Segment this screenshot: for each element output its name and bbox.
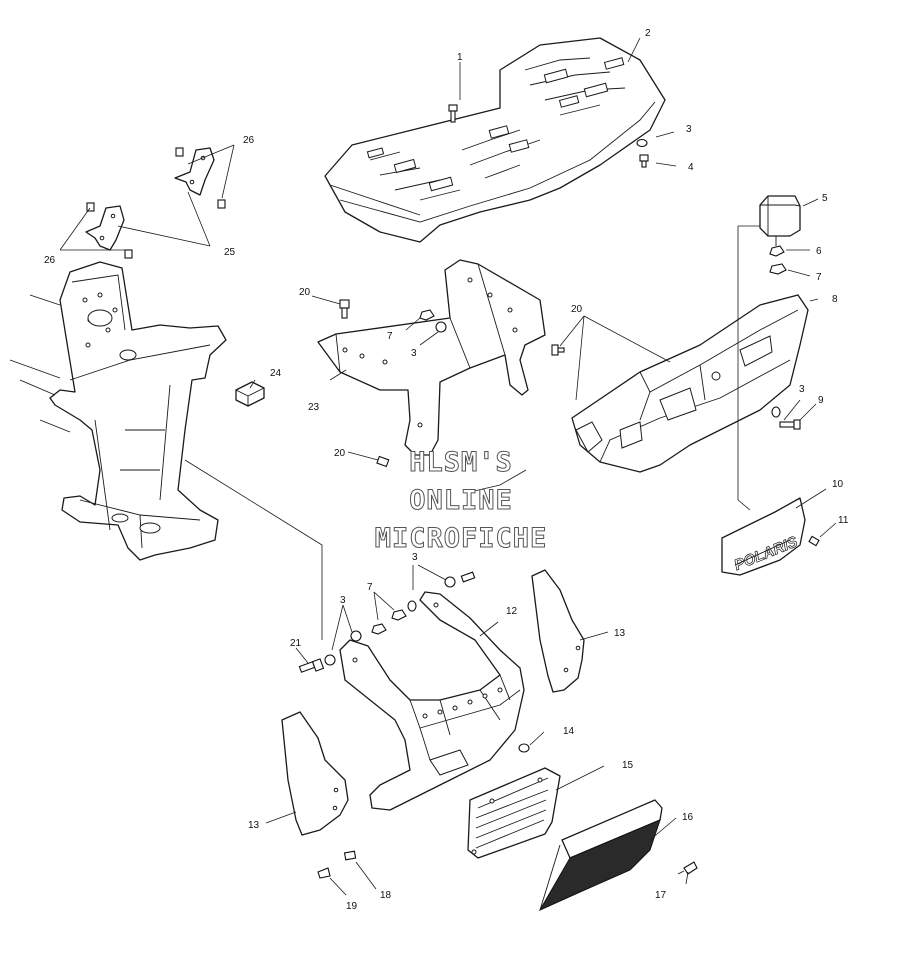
atv-frame [9, 261, 227, 561]
callout-25: 25 [224, 247, 236, 258]
bolt-3-upper [460, 571, 476, 583]
side-guard-left [281, 711, 349, 836]
watermark-line-3: MICROFICHE [375, 523, 548, 554]
lower-bumper-frame [339, 591, 525, 811]
callout-7: 7 [367, 582, 373, 593]
callout-26: 26 [44, 255, 56, 266]
callout-1: 1 [457, 52, 463, 63]
nut-6 [769, 245, 785, 257]
callout-9: 9 [818, 395, 824, 406]
callout-11: 11 [838, 515, 849, 526]
front-bumper [571, 294, 809, 473]
brush-skirt [538, 799, 663, 912]
rear-rack [324, 37, 666, 243]
watermark: HLSM'S ONLINE MICROFICHE [374, 447, 548, 555]
washer-3c [771, 406, 781, 418]
callout-3: 3 [412, 552, 418, 563]
washer-3a [636, 138, 648, 148]
washer-3e [350, 630, 362, 642]
callout-13: 13 [248, 820, 260, 831]
callout-8: 8 [832, 294, 838, 305]
callout-23: 23 [308, 402, 320, 413]
bolt-26d [124, 249, 133, 259]
callout-3: 3 [799, 384, 805, 395]
callout-7: 7 [816, 272, 822, 283]
callout-17: 17 [655, 890, 667, 901]
callout-3: 3 [686, 124, 692, 135]
callout-13: 13 [614, 628, 626, 639]
washer-3b [435, 321, 447, 333]
callout-3: 3 [340, 595, 346, 606]
clip-18 [343, 850, 357, 861]
callout-14: 14 [563, 726, 575, 737]
bolt-20b [551, 344, 565, 356]
bolt-9 [779, 419, 801, 430]
callout-6: 6 [816, 246, 822, 257]
bolt-26a [175, 147, 184, 157]
washer-3g [407, 600, 417, 612]
bolt-20a [339, 299, 350, 319]
radiator-screen [467, 767, 561, 859]
bolt-26c [86, 202, 95, 212]
callout-16: 16 [682, 812, 694, 823]
grommet-14 [518, 743, 530, 753]
side-guard-right [531, 569, 585, 693]
nut-7a [769, 263, 787, 275]
hardware [86, 104, 820, 879]
bolt-21 [298, 658, 325, 673]
screw-11 [808, 535, 820, 547]
headlight [759, 195, 801, 246]
callout-20: 20 [334, 448, 346, 459]
washer-3f [324, 654, 336, 666]
rubber-pad [235, 381, 265, 407]
callout-18: 18 [380, 890, 392, 901]
callout-20: 20 [571, 304, 583, 315]
callout-26: 26 [243, 135, 255, 146]
callout-2: 2 [645, 28, 651, 39]
callout-21: 21 [290, 638, 302, 649]
nut-7c [371, 623, 387, 635]
screw-17 [677, 861, 698, 875]
washer-3d [444, 576, 456, 588]
screw-4 [639, 154, 649, 168]
bracket-lower [85, 205, 125, 251]
nut-7b [419, 309, 435, 321]
callout-labels: 1 2 3 4 5 6 7 8 3 9 10 11 26 26 25 20 7 … [44, 28, 849, 912]
bolt-20c [376, 455, 390, 468]
screw-1 [448, 104, 458, 123]
callout-3: 3 [411, 348, 417, 359]
callout-24: 24 [270, 368, 282, 379]
leader-lines [59, 37, 837, 896]
mud-flap: POLARIS [721, 497, 806, 576]
bolt-26b [217, 199, 226, 209]
rack-mount-bracket [317, 259, 546, 456]
callout-5: 5 [822, 193, 828, 204]
callout-10: 10 [832, 479, 844, 490]
callout-4: 4 [688, 162, 694, 173]
callout-19: 19 [346, 901, 358, 912]
callout-15: 15 [622, 760, 634, 771]
callout-20: 20 [299, 287, 311, 298]
screw-19 [317, 867, 331, 879]
callout-12: 12 [506, 606, 518, 617]
nut-7d [391, 609, 407, 621]
callout-7: 7 [387, 331, 393, 342]
watermark-line-1: HLSM'S [409, 447, 513, 478]
watermark-line-2: ONLINE [409, 485, 513, 516]
